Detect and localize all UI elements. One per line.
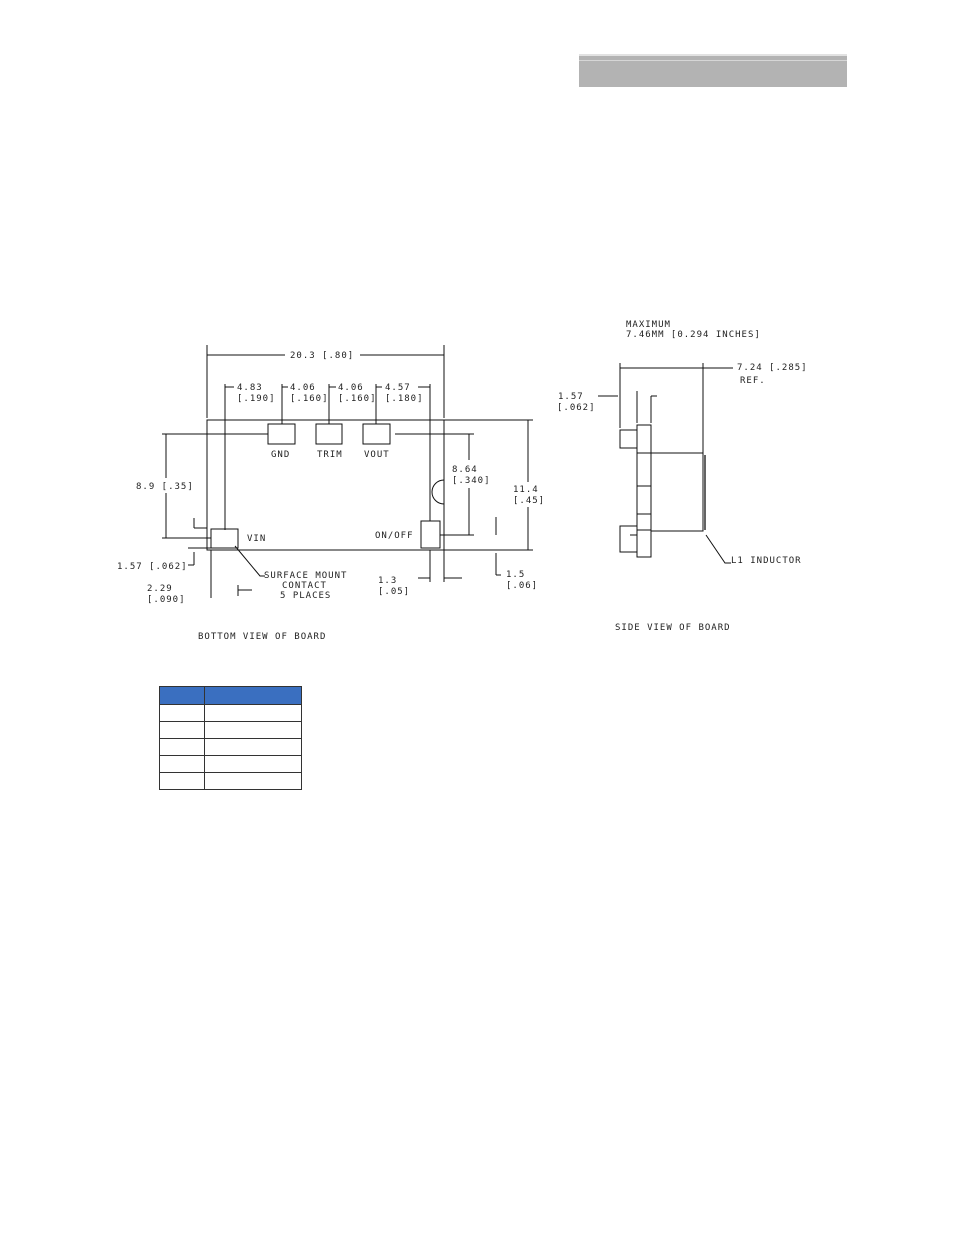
bottom-view: 20.3 [.80] 4.83 [.190] 4.06 [.160] 4.06 …	[117, 345, 545, 642]
dim-inner-height-a: 8.64	[452, 465, 478, 475]
dim-bottom-offset-a: 1.5	[506, 570, 525, 580]
table-cell	[204, 755, 302, 773]
dim-pitch-3a: 4.06	[338, 383, 364, 393]
max-label-1: MAXIMUM	[626, 320, 671, 330]
max-label-2: 7.46MM [0.294 INCHES]	[626, 330, 761, 340]
table-row	[159, 721, 302, 739]
dim-pitch-1a: 4.83	[237, 383, 263, 393]
dim-inner-height-b: [.340]	[452, 476, 491, 486]
pad-vin	[210, 528, 239, 549]
side-inductor	[650, 452, 704, 532]
dim-pitch-2a: 4.06	[290, 383, 316, 393]
bottom-view-caption: BOTTOM VIEW OF BOARD	[198, 632, 326, 642]
side-contact-bottom	[619, 525, 638, 553]
table-cell	[159, 772, 205, 790]
table-row	[159, 755, 302, 773]
label-trim: TRIM	[317, 450, 343, 460]
dim-bottom-offset-b: [.06]	[506, 581, 538, 591]
dim-left-offset: 1.57 [.062]	[117, 562, 188, 572]
dim-pitch-3b: [.160]	[338, 394, 377, 404]
pin-table	[159, 686, 302, 790]
inductor-label: L1 INDUCTOR	[731, 556, 802, 566]
side-view-caption: SIDE VIEW OF BOARD	[615, 623, 731, 633]
dim-total-height-b: [.45]	[513, 496, 545, 506]
header-bar	[579, 54, 847, 87]
dim-right-inset-b: [.05]	[378, 587, 410, 597]
dim-thick-a: 1.57	[558, 392, 584, 402]
table-cell	[204, 738, 302, 756]
pad-vout	[362, 423, 391, 445]
board-outline	[206, 419, 445, 551]
dim-left-inset-a: 2.29	[147, 584, 173, 594]
side-board	[636, 424, 652, 558]
dim-left-height: 8.9 [.35]	[136, 482, 194, 492]
header-bar-line	[579, 60, 847, 61]
label-vout: VOUT	[364, 450, 390, 460]
dim-ref-a: 7.24 [.285]	[737, 363, 808, 373]
dim-right-inset-a: 1.3	[378, 576, 397, 586]
table-cell	[204, 772, 302, 790]
table-cell	[159, 721, 205, 739]
table-cell	[204, 721, 302, 739]
table-row	[159, 738, 302, 756]
label-vin: VIN	[247, 534, 266, 544]
table-row	[159, 772, 302, 790]
pin-table-header-cell-2	[204, 686, 302, 705]
table-cell	[159, 755, 205, 773]
dim-ref-b: REF.	[740, 376, 766, 386]
table-cell	[159, 704, 205, 722]
table-cell	[159, 738, 205, 756]
side-contact-top	[619, 429, 638, 449]
dim-pitch-2b: [.160]	[290, 394, 329, 404]
dim-pitch-1b: [.190]	[237, 394, 276, 404]
board-notch	[431, 479, 445, 505]
pad-gnd	[267, 423, 296, 445]
table-row	[159, 704, 302, 722]
dim-total-height-a: 11.4	[513, 485, 539, 495]
dim-pitch-4a: 4.57	[385, 383, 411, 393]
contact-note-3: 5 PLACES	[280, 591, 331, 601]
pad-trim	[315, 423, 343, 445]
pin-table-header-cell-1	[159, 686, 205, 705]
pin-table-header	[159, 686, 302, 705]
dim-pitch-4b: [.180]	[385, 394, 424, 404]
contact-note-1: SURFACE MOUNT	[264, 571, 347, 581]
dim-thick-b: [.062]	[557, 403, 596, 413]
contact-note-2: CONTACT	[282, 581, 327, 591]
table-cell	[204, 704, 302, 722]
pad-onoff	[420, 520, 441, 549]
label-gnd: GND	[271, 450, 290, 460]
label-onoff: ON/OFF	[375, 531, 414, 541]
side-view: MAXIMUM 7.46MM [0.294 INCHES] 7.24 [.285…	[557, 320, 808, 633]
dim-width: 20.3 [.80]	[290, 351, 354, 361]
dim-left-inset-b: [.090]	[147, 595, 186, 605]
